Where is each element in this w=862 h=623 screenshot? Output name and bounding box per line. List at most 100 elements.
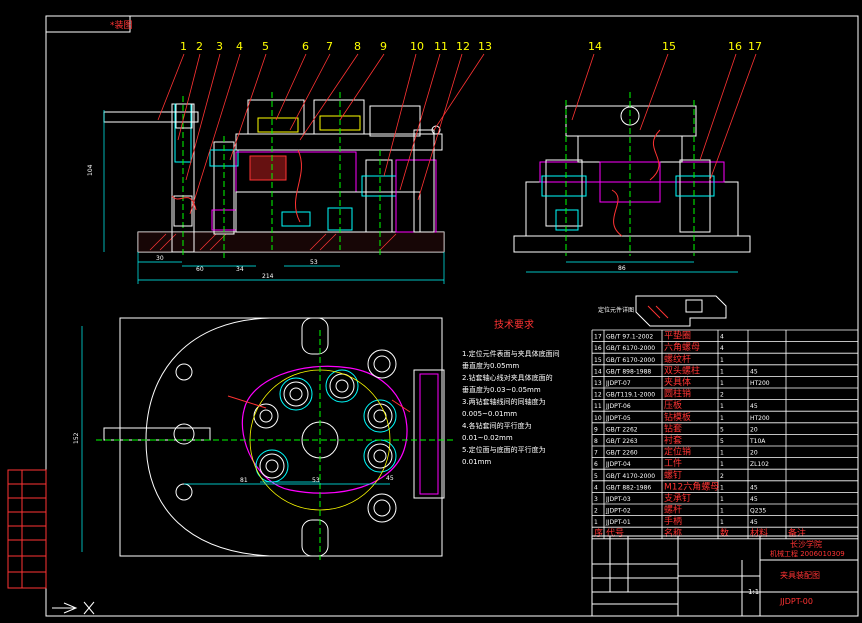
part-number: 13 — [478, 40, 492, 53]
bom-cell-no: 13 — [594, 380, 602, 387]
bom-cell-code: JJDPT-05 — [605, 415, 631, 422]
bom-header-mat: 材料 — [750, 527, 768, 539]
tech-req-title: 技术要求 — [494, 318, 534, 331]
bom-cell-no: 16 — [594, 345, 602, 352]
title-tag-box — [45, 15, 131, 33]
bom-cell-qty: 1 — [720, 508, 724, 515]
tech-req-line: 3.两钻套轴线间的同轴度为 — [462, 397, 546, 406]
bom-cell-mat: 45 — [750, 496, 758, 503]
bom-cell-name: 手柄 — [664, 515, 682, 527]
dim-30: 30 — [156, 255, 164, 262]
bom-cell-mat: 20 — [750, 450, 758, 457]
part-number: 6 — [302, 40, 309, 53]
bom-cell-no: 3 — [594, 496, 598, 503]
bom-cell-name: 螺杆 — [664, 504, 682, 516]
bom-cell-code: GB/T 898-1988 — [606, 368, 651, 375]
tech-req-line: 2.钻套轴心线对夹具体底面的 — [462, 373, 553, 382]
bom-cell-qty: 5 — [720, 426, 724, 433]
dim-side-width: 86 — [618, 265, 626, 272]
part-number: 3 — [216, 40, 223, 53]
title-block — [591, 535, 859, 617]
bom-cell-code: GB/T 6170-2000 — [606, 345, 655, 352]
bom-cell-no: 4 — [594, 484, 598, 491]
part-number: 14 — [588, 40, 602, 53]
part-number: 10 — [410, 40, 424, 53]
plan-view — [81, 317, 456, 560]
bom-cell-qty: 4 — [720, 345, 724, 352]
bom-cell-mat: 45 — [750, 484, 758, 491]
detail-label: 定位元件详图 — [598, 306, 634, 314]
left-margin-table — [7, 469, 47, 589]
bom-cell-qty: 1 — [720, 403, 724, 410]
bom-cell-no: 6 — [594, 461, 598, 468]
bom-cell-qty: 1 — [720, 415, 724, 422]
bom-cell-name: 螺纹杆 — [664, 353, 691, 365]
bom-cell-name: 衬套 — [664, 434, 682, 446]
dim-plan-width: 152 — [73, 432, 80, 444]
dim-81: 81 — [240, 477, 248, 484]
part-number: 15 — [662, 40, 676, 53]
bom-cell-mat: 45 — [750, 519, 758, 526]
bom-cell-code: JJDPT-03 — [605, 496, 631, 503]
bom-cell-name: M12六角螺母 — [664, 480, 719, 492]
bom-cell-code: JJDPT-01 — [605, 519, 631, 526]
part-number: 17 — [748, 40, 762, 53]
bom-cell-no: 8 — [594, 438, 598, 445]
bom-cell-code: GB/T 2262 — [606, 426, 638, 433]
bom-cell-no: 2 — [594, 508, 598, 515]
title-tag: *装图 — [110, 19, 133, 31]
bom-cell-no: 17 — [594, 334, 602, 341]
side-view — [513, 53, 757, 273]
bom-cell-code: JJDPT-04 — [605, 461, 631, 468]
bom-header-note: 备注 — [788, 527, 806, 539]
plan-dimensions: 152 81 53 45 — [73, 432, 394, 484]
part-number: 9 — [380, 40, 387, 53]
tech-req-line: 4.各钻套间的平行度为 — [462, 421, 532, 430]
bom-cell-no: 15 — [594, 357, 602, 364]
bom-cell-qty: 1 — [720, 461, 724, 468]
bom-cell-qty: 4 — [720, 334, 724, 341]
part-number: 16 — [728, 40, 742, 53]
tech-req-line: 1.定位元件表面与夹具体底面间 — [462, 349, 560, 358]
bom-cell-code: GB/T 882-1986 — [606, 484, 651, 491]
bom-header-code: 代号 — [606, 528, 624, 539]
bom-cell-mat: HT200 — [750, 415, 770, 422]
bom-cell-qty: 1 — [720, 380, 724, 387]
tech-req-line: 0.005~0.01mm — [462, 410, 517, 418]
front-part-numbers: 1 2 3 4 5 6 7 8 9 10 11 12 13 — [180, 40, 492, 53]
tech-req-line: 0.01~0.02mm — [462, 434, 513, 442]
bom-cell-mat: 45 — [750, 403, 758, 410]
bom-cell-name: 钻模板 — [664, 411, 691, 423]
scale: 1:1 — [748, 588, 759, 596]
tech-req-line: 5.定位面与底面的平行度为 — [462, 445, 546, 454]
school-name: 长沙学院 — [790, 539, 822, 549]
bom-cell-code: GB/T 2260 — [606, 450, 638, 457]
bom-cell-no: 10 — [594, 415, 602, 422]
bom-cell-mat: T10A — [749, 438, 766, 445]
bom-cell-code: GB/T 2263 — [606, 438, 638, 445]
bom-cell-no: 14 — [594, 368, 602, 375]
side-part-numbers: 14 15 16 17 — [588, 40, 762, 53]
bom-cell-name: 圆柱销 — [664, 388, 691, 400]
tech-req-line: 垂直度为0.05mm — [462, 361, 519, 370]
bom-header-no: 序 — [594, 527, 603, 539]
bom-cell-mat: 20 — [750, 426, 758, 433]
part-number: 11 — [434, 40, 448, 53]
bom-cell-qty: 1 — [720, 484, 724, 491]
part-number: 4 — [236, 40, 243, 53]
bom-cell-code: JJDPT-06 — [605, 403, 631, 410]
detail-view — [635, 295, 727, 327]
tech-req-line: 0.01mm — [462, 458, 491, 466]
part-number: 1 — [180, 40, 187, 53]
part-number: 8 — [354, 40, 361, 53]
front-dimensions: 104 30 60 34 53 214 — [87, 164, 318, 280]
bom-cell-code: JJDPT-07 — [605, 380, 631, 387]
drawing-frame — [45, 15, 859, 617]
bom-cell-code: GB/T119.1-2000 — [606, 392, 655, 399]
bom-cell-no: 7 — [594, 450, 598, 457]
front-view — [103, 53, 485, 284]
drawing-name: 夹具装配图 — [780, 570, 820, 580]
bom-cell-no: 9 — [594, 426, 598, 433]
bom-cell-code: JJDPT-02 — [605, 508, 631, 515]
bom-cell-qty: 1 — [720, 357, 724, 364]
